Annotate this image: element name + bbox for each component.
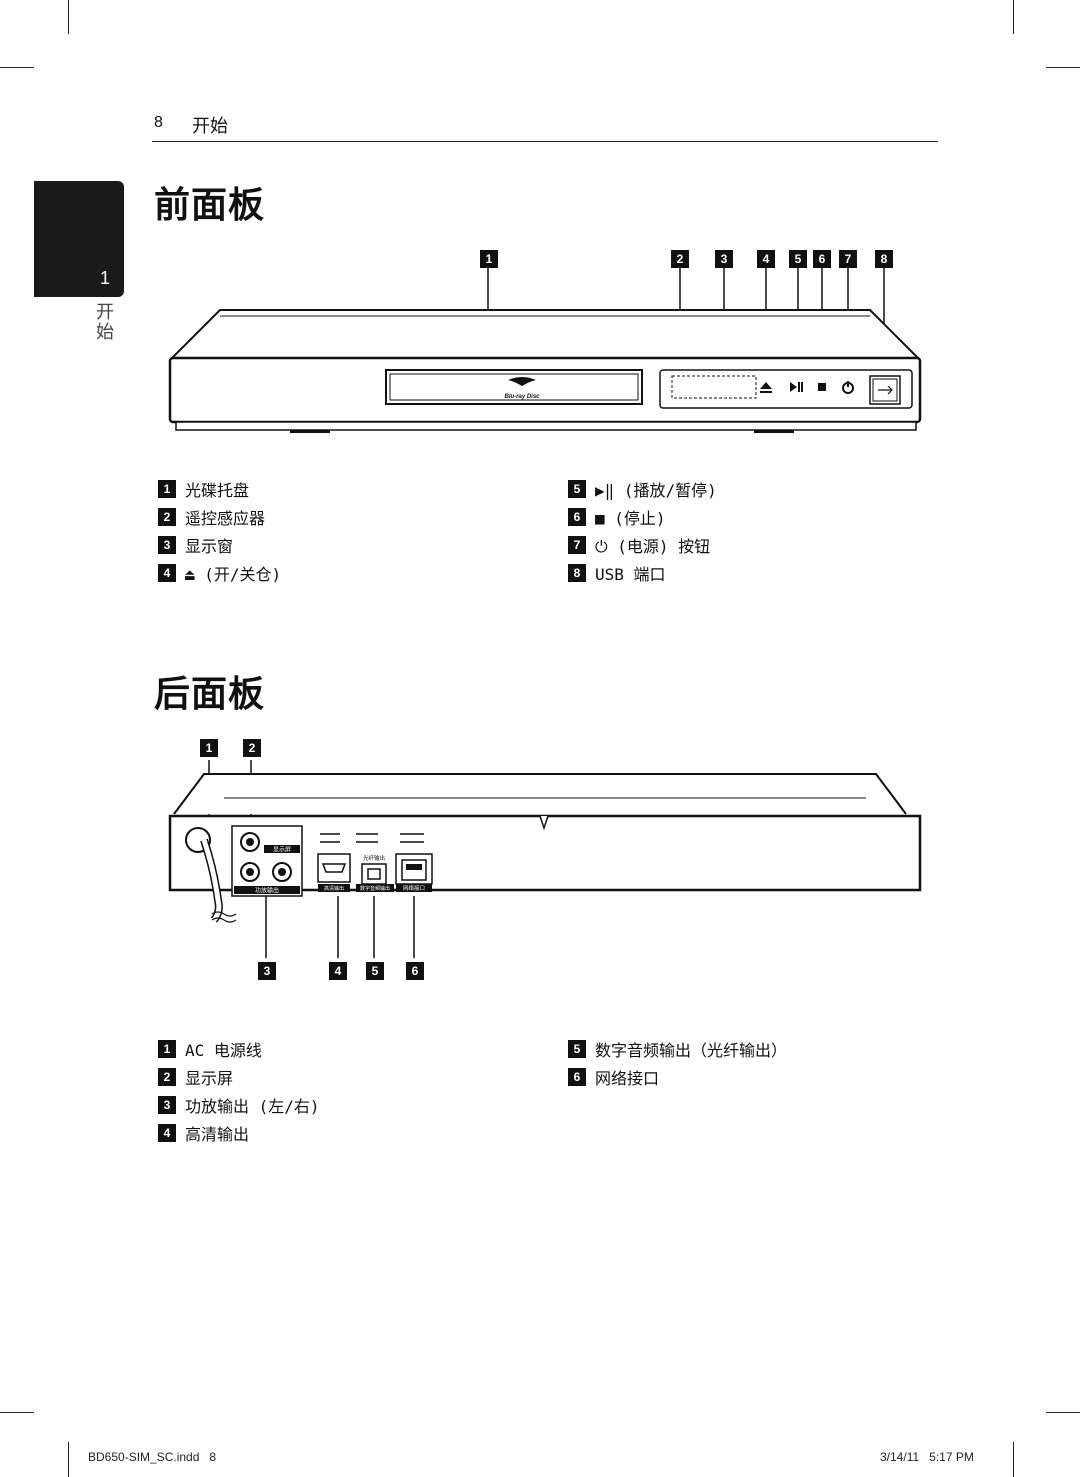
crop-mark	[1013, 1442, 1014, 1477]
callout-3: 3	[258, 962, 276, 980]
callout-1: 1	[200, 739, 218, 757]
front-panel-diagram: Blu-ray Disc	[168, 268, 922, 433]
legend-badge: 5	[568, 480, 586, 498]
legend-text: USB 端口	[595, 565, 666, 584]
legend-item: 4 ⏏ (开/关仓)	[158, 561, 282, 584]
legend-item: 6 网络接口	[568, 1065, 660, 1088]
legend-item: 3 功放输出 (左/右)	[158, 1093, 320, 1116]
callout-4: 4	[757, 250, 775, 268]
callout-2: 2	[671, 250, 689, 268]
legend-item: 7 ⏻ (电源) 按钮	[568, 533, 711, 556]
crop-mark	[1046, 67, 1080, 68]
bluray-logo-text: Blu-ray Disc	[504, 394, 540, 400]
legend-text: ▶‖ (播放/暂停)	[595, 481, 717, 500]
legend-badge: 8	[568, 564, 586, 582]
legend-text: 遥控感应器	[185, 509, 266, 528]
callout-3: 3	[715, 250, 733, 268]
page-header: 8 开始	[152, 112, 938, 142]
crop-mark	[1046, 1412, 1080, 1413]
legend-badge: 2	[158, 1068, 176, 1086]
legend-item: 1 AC 电源线	[158, 1037, 262, 1060]
legend-text: ⏻ (电源) 按钮	[595, 537, 711, 556]
callout-4: 4	[329, 962, 347, 980]
legend-item: 8 USB 端口	[568, 561, 666, 584]
crop-mark	[0, 67, 34, 68]
rear-panel-title: 后面板	[154, 674, 266, 715]
port-label-audio: 功放输出	[255, 887, 279, 895]
callout-8: 8	[875, 250, 893, 268]
legend-badge: 1	[158, 1040, 176, 1058]
crop-mark	[0, 1412, 34, 1413]
crop-mark	[1013, 0, 1014, 34]
legend-badge: 4	[158, 1124, 176, 1142]
legend-text: 显示屏	[185, 1069, 234, 1088]
legend-item: 2 遥控感应器	[158, 505, 266, 528]
port-label-display: 显示屏	[273, 847, 291, 854]
legend-item: 5 ▶‖ (播放/暂停)	[568, 477, 717, 500]
footer-filename: BD650-SIM_SC.indd 8	[88, 1450, 217, 1464]
callout-7: 7	[839, 250, 857, 268]
legend-text: AC 电源线	[185, 1041, 262, 1060]
chapter-tab: 1	[34, 181, 124, 297]
page-number: 8	[154, 114, 163, 131]
rear-panel-diagram: 显示屏 功放输出 高清输出 光纤输出 数字音频输出 网络接口	[168, 760, 922, 958]
port-label-lan: 网络接口	[403, 884, 425, 892]
legend-text: 网络接口	[595, 1069, 660, 1088]
crop-mark	[68, 0, 69, 34]
legend-text: 光碟托盘	[185, 481, 250, 500]
legend-item: 1 光碟托盘	[158, 477, 250, 500]
port-label-optical-top: 光纤输出	[363, 854, 385, 862]
bluray-logo: Blu-ray Disc	[504, 377, 540, 400]
callout-6: 6	[406, 962, 424, 980]
callout-1: 1	[480, 250, 498, 268]
legend-text: 高清输出	[185, 1125, 250, 1144]
chapter-title: 开始	[192, 116, 228, 137]
legend-item: 2 显示屏	[158, 1065, 234, 1088]
legend-item: 3 显示窗	[158, 533, 234, 556]
legend-badge: 4	[158, 564, 176, 582]
crop-mark	[68, 1442, 69, 1477]
legend-badge: 6	[568, 508, 586, 526]
footer-timestamp: 3/14/11 5:17 PM	[880, 1450, 974, 1464]
legend-text: 功放输出 (左/右)	[185, 1097, 320, 1116]
legend-text: 数字音频输出（光纤输出）	[595, 1041, 788, 1060]
front-panel-title: 前面板	[154, 185, 266, 226]
chapter-number: 1	[99, 268, 110, 288]
legend-item: 5 数字音频输出（光纤输出）	[568, 1037, 788, 1060]
callout-2: 2	[243, 739, 261, 757]
legend-text: ■ (停止)	[595, 509, 666, 528]
port-label-hdmi: 高清输出	[324, 885, 344, 892]
legend-badge: 3	[158, 1096, 176, 1114]
legend-badge: 2	[158, 508, 176, 526]
legend-item: 4 高清输出	[158, 1121, 250, 1144]
chapter-tab-label: 开始	[93, 302, 114, 342]
legend-badge: 5	[568, 1040, 586, 1058]
callout-5: 5	[789, 250, 807, 268]
legend-text: ⏏ (开/关仓)	[185, 565, 282, 584]
legend-badge: 7	[568, 536, 586, 554]
legend-badge: 3	[158, 536, 176, 554]
legend-text: 显示窗	[185, 537, 234, 556]
callout-5: 5	[366, 962, 384, 980]
legend-badge: 6	[568, 1068, 586, 1086]
legend-item: 6 ■ (停止)	[568, 505, 666, 528]
port-label-optical: 数字音频输出	[360, 885, 390, 892]
legend-badge: 1	[158, 480, 176, 498]
callout-6: 6	[813, 250, 831, 268]
